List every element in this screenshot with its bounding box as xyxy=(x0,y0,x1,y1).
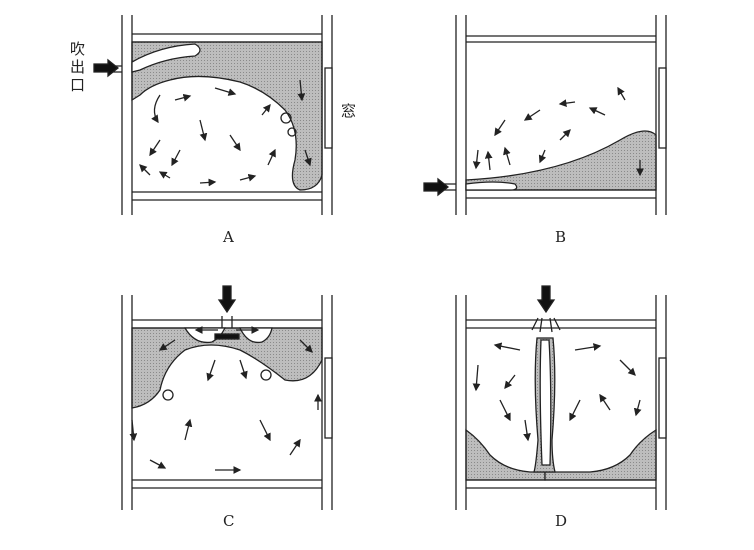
window-label: 窓 xyxy=(341,102,357,120)
outlet-label-char: 口 xyxy=(70,76,86,94)
outlet-label-char: 出 xyxy=(70,58,86,76)
panel-c xyxy=(121,285,333,510)
panel-label-d: D xyxy=(555,512,568,530)
panel-a xyxy=(93,15,333,215)
panel-label-a: A xyxy=(223,228,234,246)
panel-d xyxy=(455,285,667,510)
panel-label-b: B xyxy=(555,228,567,246)
panel-label-c: C xyxy=(223,512,235,530)
outlet-label: 吹 出 口 xyxy=(70,40,86,94)
outlet-label-char: 吹 xyxy=(70,40,86,58)
panel-b xyxy=(423,15,667,215)
